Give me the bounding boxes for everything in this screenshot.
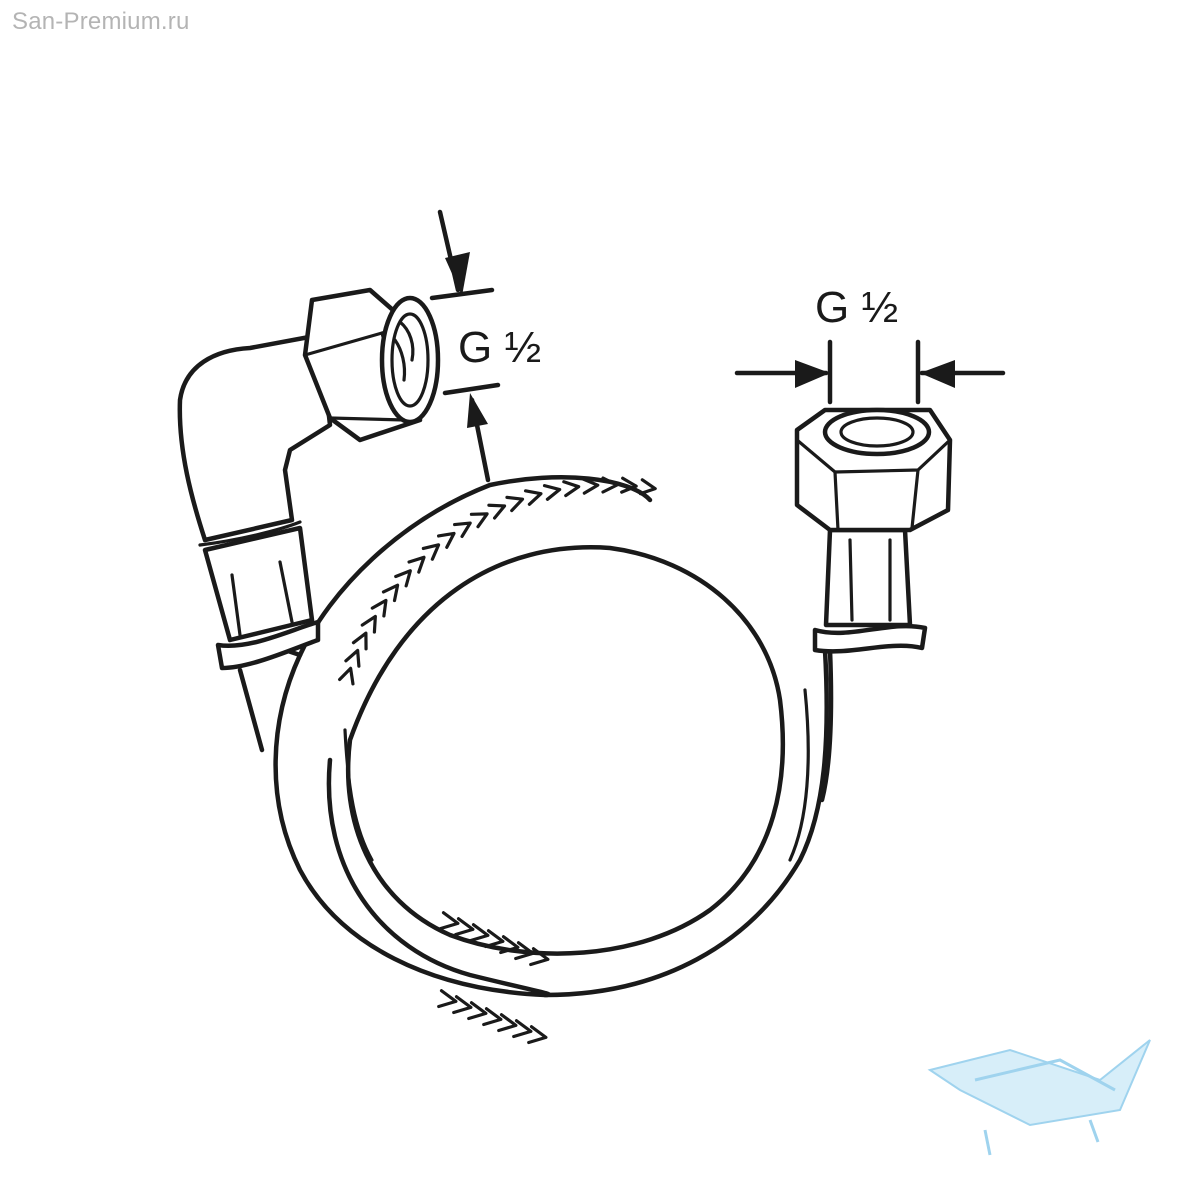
hose-coil [237,475,834,998]
right-straight-fitting [794,407,953,654]
braid-chevron [482,1007,503,1027]
braid-chevron [360,614,377,634]
braid-chevron [523,489,543,506]
braid-chevron [407,555,426,574]
watermark-text: San-Premium.ru [12,8,190,35]
braid-chevron [469,512,489,529]
braid-chevron [421,543,441,561]
bathtub-logo-icon [927,1039,1151,1156]
braid-chevron [562,480,581,498]
braid-chevron [620,476,638,494]
braid-pattern-lower [437,911,550,1045]
braid-chevron [484,929,505,949]
braid-chevron [469,923,490,943]
braid-chevron [638,478,657,496]
right-dimension-arrows [734,339,1006,405]
braid-chevron [529,947,550,967]
braid-chevron [351,631,368,651]
braid-chevron [497,1013,518,1033]
braid-chevron [487,503,507,520]
braid-chevron [452,995,473,1015]
braid-chevron [394,569,412,588]
braid-chevron [454,917,475,937]
braid-chevron [581,477,600,495]
right-thread-label: G ½ [815,283,898,332]
braid-chevron [436,531,456,549]
left-elbow-fitting [177,287,441,671]
braid-chevron [542,484,562,501]
braid-chevron [437,989,458,1009]
braid-chevron [453,521,472,539]
braid-chevron [499,935,520,955]
braid-chevron [338,666,355,686]
braid-chevron [467,1001,488,1021]
braid-chevron [514,941,535,961]
braid-chevron [344,648,361,668]
braid-chevron [505,495,525,513]
braid-chevron [527,1025,548,1045]
braid-chevron [381,583,400,603]
left-thread-label: G ½ [458,323,541,372]
braid-chevron [370,598,388,618]
left-dimension-arrows [429,209,501,483]
braid-chevron [512,1019,533,1039]
braid-chevron [601,476,619,494]
braid-pattern-upper [338,476,657,686]
braid-chevron [439,911,460,931]
